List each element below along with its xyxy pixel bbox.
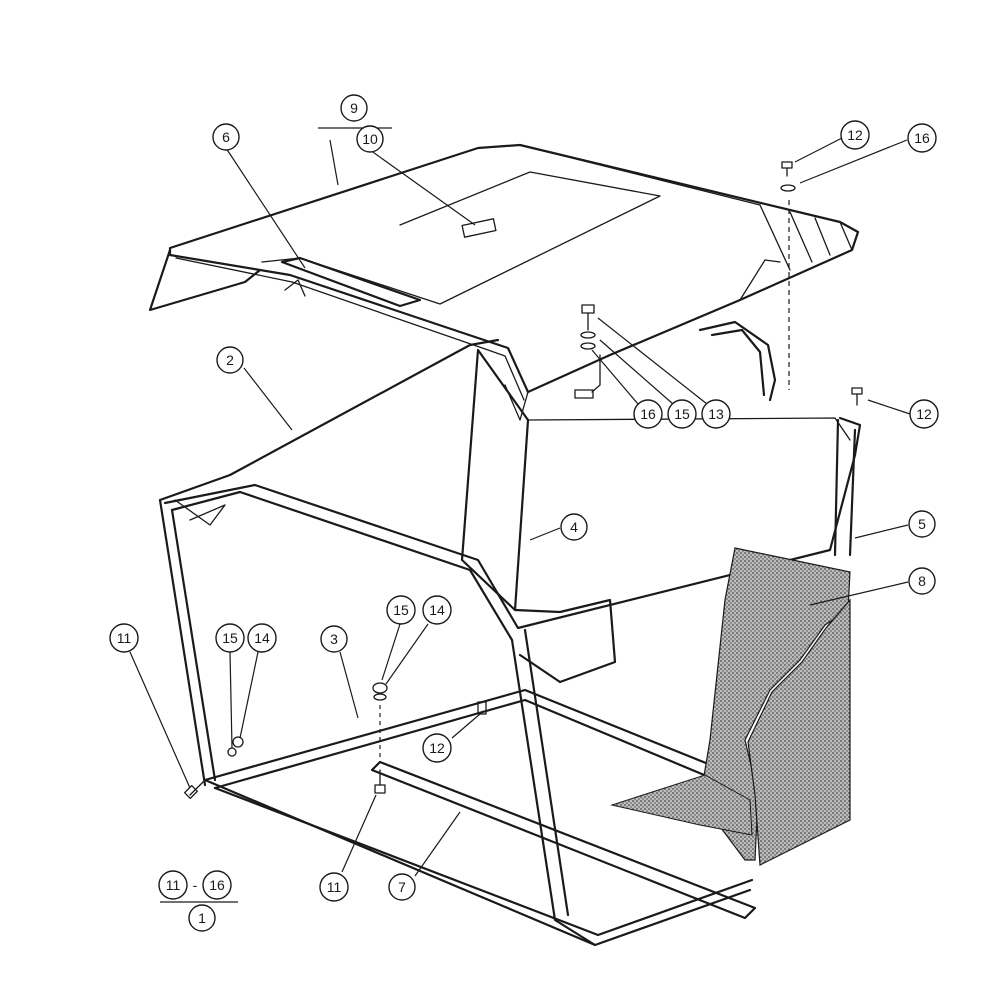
svg-text:12: 12	[847, 127, 863, 143]
callout-5: 5	[908, 510, 936, 538]
callout-12: 12	[422, 733, 452, 763]
svg-text:11: 11	[327, 879, 342, 895]
callout-16: 16	[633, 399, 663, 429]
svg-text:10: 10	[362, 131, 378, 147]
svg-text:1: 1	[198, 910, 206, 926]
bolt-11-left	[183, 780, 205, 800]
svg-text:16: 16	[914, 130, 930, 146]
svg-text:16: 16	[640, 406, 656, 422]
callout-15: 15	[667, 399, 697, 429]
svg-text:13: 13	[708, 406, 724, 422]
callout-2: 2	[216, 346, 244, 374]
bolt-11-center	[374, 769, 386, 794]
svg-text:12: 12	[429, 740, 445, 756]
bolt-12-center	[477, 701, 487, 715]
callout-16: 16	[202, 870, 232, 900]
svg-text:15: 15	[222, 630, 238, 646]
svg-text:14: 14	[429, 602, 445, 618]
svg-text:7: 7	[398, 879, 406, 895]
callout-10: 10	[356, 125, 384, 153]
callout-12: 12	[840, 120, 870, 150]
callout-12: 12	[909, 399, 939, 429]
svg-text:11: 11	[166, 877, 181, 893]
svg-text:15: 15	[393, 602, 409, 618]
svg-text:3: 3	[330, 631, 338, 647]
upper-frame	[158, 320, 862, 787]
svg-text:15: 15	[674, 406, 690, 422]
nut-14-left	[227, 736, 244, 757]
callout-15: 15	[215, 623, 245, 653]
callout-15: 15	[386, 595, 416, 625]
svg-text:14: 14	[254, 630, 270, 646]
leader-lines	[129, 127, 911, 903]
lid-cover	[148, 143, 860, 421]
callout-9: 9	[340, 94, 368, 122]
callout-1: 1	[188, 904, 216, 932]
bolt-12-right	[851, 387, 863, 406]
svg-text:9: 9	[350, 100, 358, 116]
callout-6: 6	[212, 123, 240, 151]
svg-text:16: 16	[209, 877, 225, 893]
callout-11: 11	[319, 872, 349, 902]
callout-16: 16	[907, 123, 937, 153]
svg-text:6: 6	[222, 129, 230, 145]
svg-text:12: 12	[916, 406, 932, 422]
callout-14: 14	[422, 595, 452, 625]
callout-3: 3	[320, 625, 348, 653]
rear-panel	[460, 348, 851, 684]
mesh-bag	[610, 547, 851, 866]
callout-8: 8	[908, 567, 936, 595]
bolt-12-top-right	[780, 161, 796, 390]
svg-text:5: 5	[918, 516, 926, 532]
bolt-13-lid	[580, 304, 596, 350]
callout-7: 7	[388, 873, 416, 901]
callout-11: 11	[109, 623, 139, 653]
callout-13: 13	[701, 399, 731, 429]
callout-11: 11	[158, 870, 188, 900]
lower-frame	[203, 628, 757, 947]
callout-14: 14	[247, 623, 277, 653]
svg-text:2: 2	[226, 352, 234, 368]
callout-4: 4	[560, 513, 588, 541]
svg-text:11: 11	[117, 630, 132, 646]
svg-text:4: 4	[570, 519, 578, 535]
kit-range-separator: -	[193, 877, 198, 893]
nut-14-center	[372, 682, 388, 760]
svg-text:8: 8	[918, 573, 926, 589]
